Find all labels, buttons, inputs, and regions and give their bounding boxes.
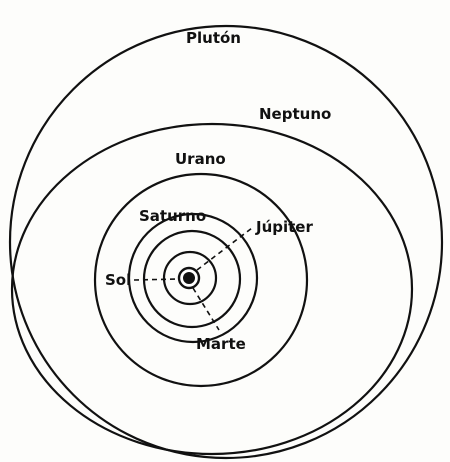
mars-label: Marte <box>196 335 246 353</box>
sun-dot <box>183 272 195 284</box>
pluto-orbit <box>8 24 444 460</box>
mars-leader <box>192 287 220 331</box>
sun-label: Sol <box>105 271 131 289</box>
jupiter-leader <box>196 227 253 271</box>
uranus-orbit <box>93 172 309 388</box>
saturn-label: Saturno <box>139 207 206 225</box>
neptune-label: Neptuno <box>259 105 331 123</box>
neptune-orbit <box>10 122 414 456</box>
jupiter-label: Júpiter <box>255 218 313 236</box>
pluto-label: Plutón <box>186 29 241 47</box>
saturn-orbit <box>127 212 259 344</box>
sun-leader <box>133 278 181 281</box>
mars-orbit <box>162 250 218 306</box>
uranus-label: Urano <box>175 150 226 168</box>
